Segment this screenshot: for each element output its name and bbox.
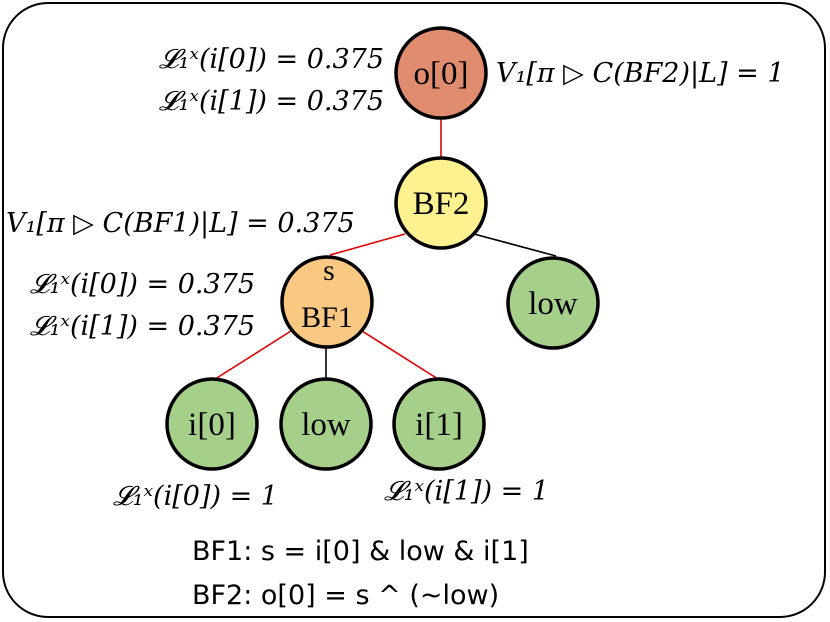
node-bf2	[394, 156, 488, 250]
edge-bf1-i1	[361, 330, 439, 380]
edge-bf2-low	[473, 233, 557, 257]
node-o0	[394, 26, 488, 120]
annotation-bf1-lx-i1: 𝓛₁ˣ(i[1]) = 0.375	[30, 311, 255, 342]
annotation-bf1-lx-i0: 𝓛₁ˣ(i[0]) = 0.375	[30, 269, 255, 300]
edge-bf2-bf1	[329, 233, 406, 256]
node-i1-label: i[1]	[415, 407, 463, 443]
definition-bf1: BF1: s = i[0] & low & i[1]	[192, 536, 529, 567]
node-bf1-signal-label: s	[323, 254, 335, 287]
node-i1	[392, 377, 486, 471]
node-o0-label: o[0]	[414, 56, 469, 92]
annotation-bf2-value: V₁[π ▷ C(BF1)|L] = 0.375	[6, 208, 355, 239]
node-low-right	[506, 256, 600, 350]
node-low-mid	[279, 377, 373, 471]
node-bf1	[280, 255, 374, 349]
node-bf1-label: BF1	[301, 301, 353, 334]
annotation-i0-lx: 𝓛₁ˣ(i[0]) = 1	[113, 481, 278, 512]
edge-bf1-i0	[211, 330, 292, 382]
annotation-root-lx-i1: 𝓛₁ˣ(i[1]) = 0.375	[159, 86, 384, 117]
node-i0-label: i[0]	[188, 407, 236, 443]
annotation-i1-lx: 𝓛₁ˣ(i[1]) = 1	[384, 476, 549, 507]
node-low-mid-label: low	[301, 407, 351, 443]
definition-bf2: BF2: o[0] = s ^ (~low)	[192, 580, 499, 611]
node-bf2-label: BF2	[413, 186, 470, 222]
node-low-right-label: low	[528, 286, 578, 322]
annotation-root-value: V₁[π ▷ C(BF2)|L] = 1	[496, 58, 785, 89]
node-i0	[165, 377, 259, 471]
annotation-root-lx-i0: 𝓛₁ˣ(i[0]) = 0.375	[159, 44, 384, 75]
